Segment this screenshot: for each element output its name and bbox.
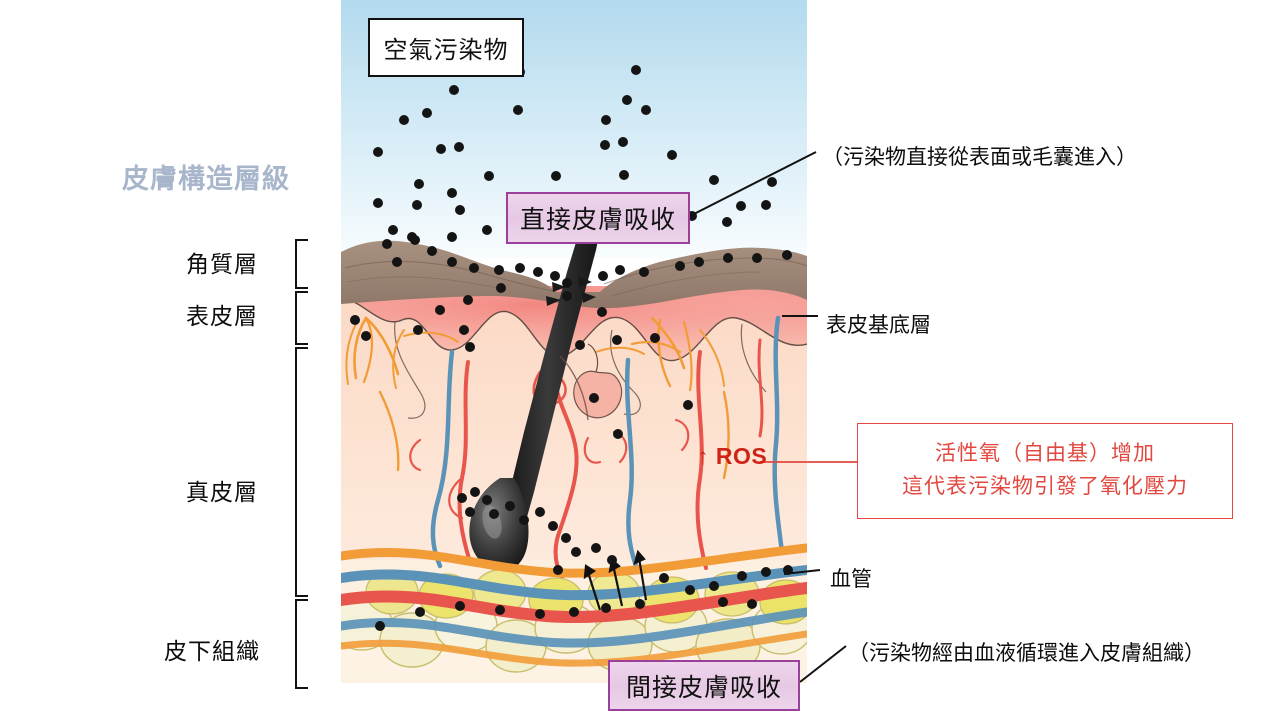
layer-label-epidermis: 表皮層 [186,303,258,329]
callout-indirect-entry-note: （污染物經由血液循環進入皮膚組織） [848,642,1205,665]
callout-leader-lines [689,151,847,683]
indirect-absorption-box: 間接皮膚吸收 [608,660,800,711]
oxidative-stress-box: 活性氧（自由基）增加 這代表污染物引發了氧化壓力 [857,423,1233,519]
layer-label-dermis: 真皮層 [186,479,258,505]
oxidative-stress-line1: 活性氧（自由基）增加 [935,442,1155,466]
callout-blood-vessel: 血管 [830,568,872,591]
layer-label-subcutaneous: 皮下組織 [164,638,260,664]
pollutant-particles-tissue [350,235,793,631]
layer-brackets [295,239,308,689]
oxidative-stress-line2: 這代表污染物引發了氧化壓力 [902,475,1188,498]
ros-label: ↑ ROS [697,443,768,469]
air-pollutant-box: 空氣污染物 [368,18,524,77]
callout-direct-entry-note: （污染物直接從表面或毛囊進入） [822,146,1137,169]
callout-basal-layer: 表皮基底層 [826,314,931,337]
layer-label-stratum-corneum: 角質層 [186,251,258,277]
direct-absorption-box: 直接皮膚吸收 [506,192,690,244]
page-title: 皮膚構造層級 [122,164,290,194]
